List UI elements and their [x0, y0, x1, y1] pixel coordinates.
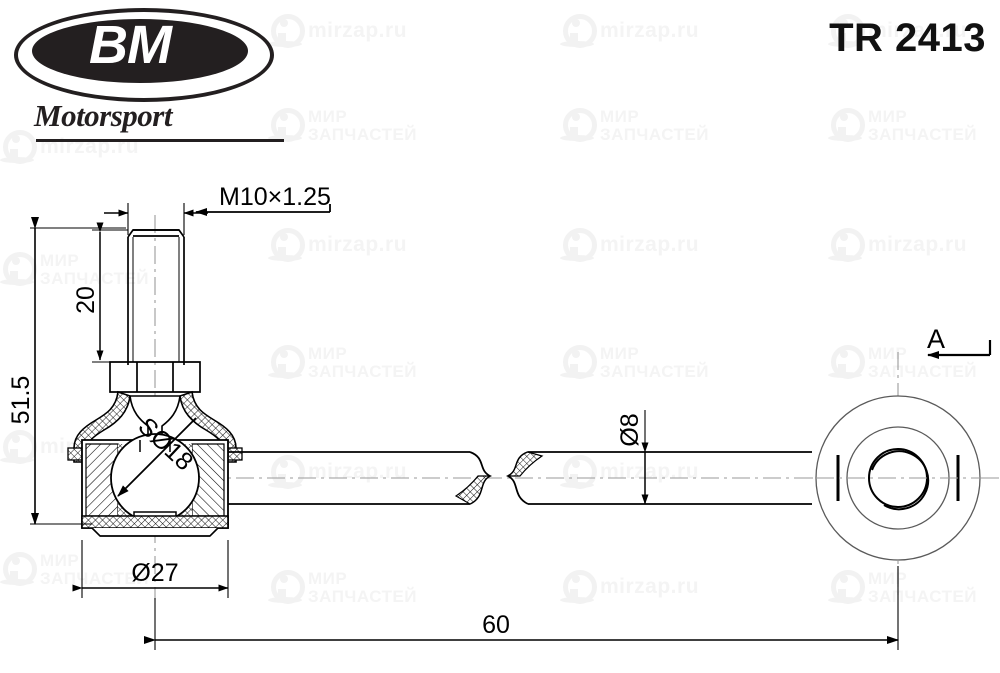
bushing-end-view	[815, 395, 1000, 561]
dim-label-thread: M10×1.25	[219, 183, 331, 211]
header: BM Motorsport TR 2413	[0, 0, 1000, 160]
view-label-a: A	[927, 324, 945, 354]
view-a-marker	[927, 340, 992, 359]
dim-label-rod-diameter: Ø8	[616, 413, 644, 446]
dim-housing-diameter	[72, 540, 229, 598]
ball-joint-housing	[81, 433, 229, 537]
dimension-layer	[30, 203, 899, 650]
hex-collar	[109, 361, 201, 393]
dim-label-total-height: 51.5	[7, 376, 35, 425]
dim-label-stud-length: 20	[72, 286, 100, 314]
connecting-rod	[228, 451, 812, 505]
logo-oval-fill	[32, 19, 248, 83]
logo-underline	[36, 139, 284, 142]
dim-label-overall-length: 60	[482, 611, 510, 639]
dim-label-housing-diameter: Ø27	[131, 559, 178, 587]
dim-stud-length	[92, 222, 128, 363]
part-number: TR 2413	[829, 16, 986, 60]
dim-overall-length	[144, 566, 899, 650]
dim-ball-diameter	[117, 417, 197, 497]
logo-motorsport-text: Motorsport	[34, 98, 172, 133]
dim-thread	[104, 203, 331, 235]
brand-logo: BM Motorsport	[8, 6, 284, 152]
logo-bm-text: BM	[89, 15, 172, 75]
logo-oval-outline	[14, 8, 274, 102]
stud-thread-lines	[132, 237, 180, 362]
threaded-stud	[127, 229, 185, 365]
